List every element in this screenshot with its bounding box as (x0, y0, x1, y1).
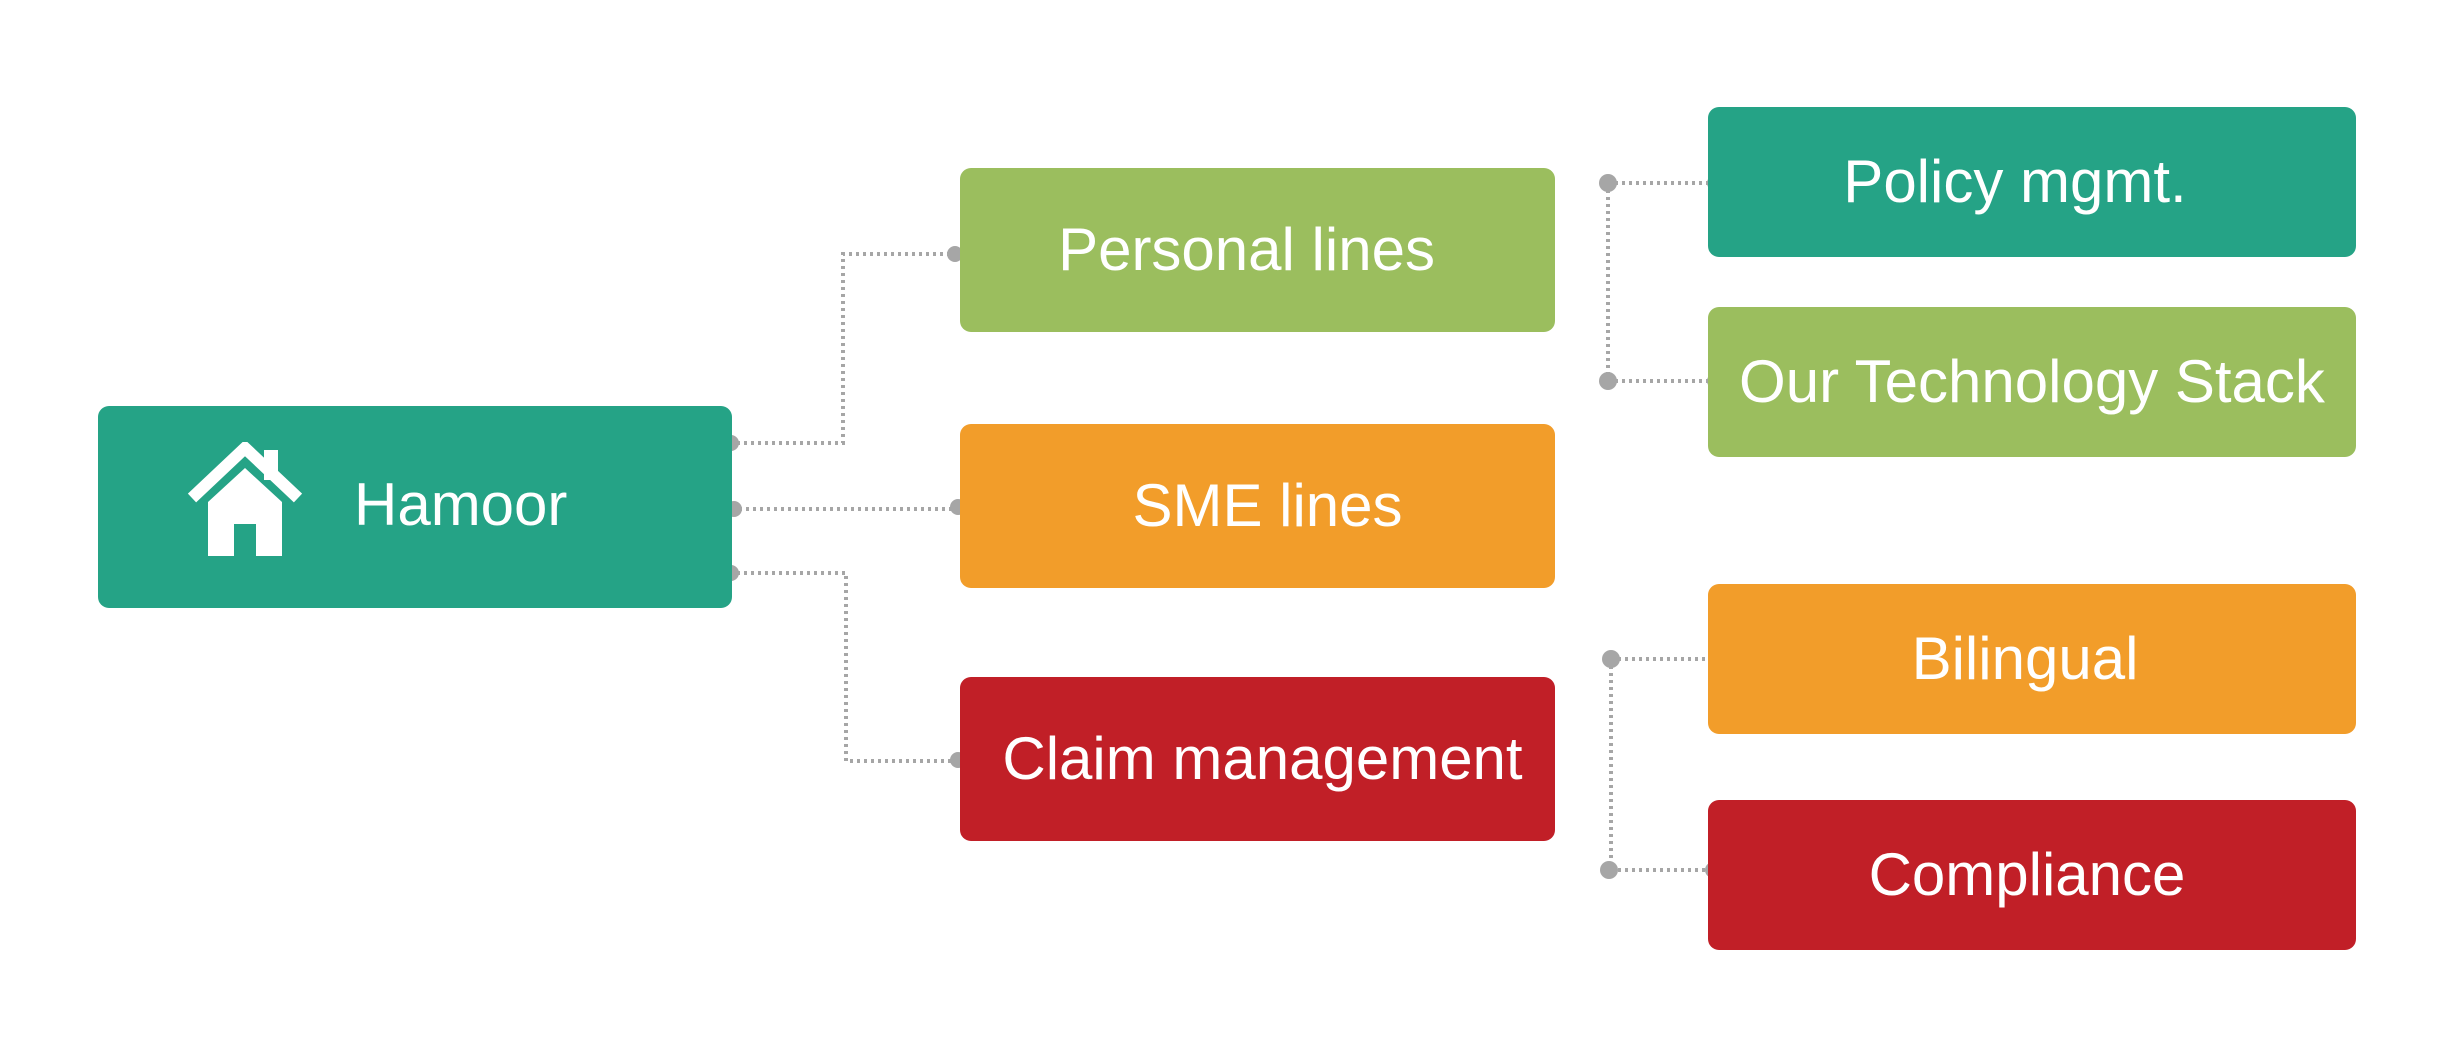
connector-dot (1599, 174, 1617, 192)
node-label: SME lines (1132, 472, 1403, 539)
node-label: Our Technology Stack (1739, 348, 2325, 415)
node-policy-mgmt[interactable]: Policy mgmt. (1708, 107, 2356, 257)
node-bilingual[interactable]: Bilingual (1708, 584, 2356, 734)
home-icon (187, 442, 303, 556)
node-label: Bilingual (1911, 625, 2139, 692)
node-label: Compliance (1868, 841, 2186, 908)
node-claim-management[interactable]: Claim management (960, 677, 1555, 841)
connector-root-claim (730, 571, 957, 763)
node-sme-lines[interactable]: SME lines (960, 424, 1555, 588)
node-personal-lines[interactable]: Personal lines (960, 168, 1555, 332)
root-node-hamoor[interactable]: Hamoor (98, 406, 732, 608)
connector-dot (1600, 861, 1618, 879)
connector-root-personal (730, 252, 957, 445)
node-compliance[interactable]: Compliance (1708, 800, 2356, 950)
node-our-technology-stack[interactable]: Our Technology Stack (1708, 307, 2356, 457)
node-label: Policy mgmt. (1843, 148, 2187, 215)
node-label: Personal lines (1058, 216, 1435, 283)
root-node-label: Hamoor (354, 471, 568, 538)
connector-dot (1602, 650, 1620, 668)
connector-dot (1599, 372, 1617, 390)
node-label: Claim management (1002, 725, 1523, 792)
